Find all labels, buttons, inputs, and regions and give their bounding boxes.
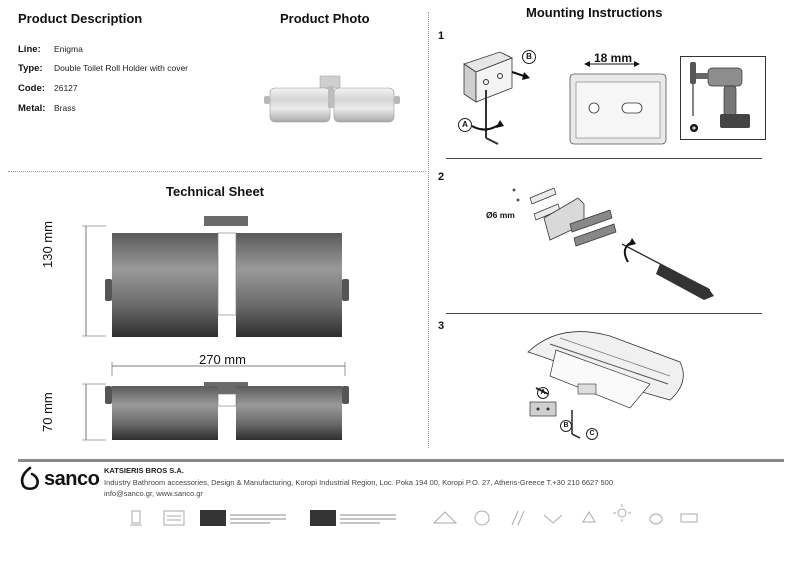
height-dimension-label: 130 mm bbox=[40, 221, 55, 268]
quality-badge-icon bbox=[130, 510, 142, 526]
spec-key: Metal: bbox=[18, 103, 46, 114]
product-photo bbox=[264, 75, 400, 123]
product-description-heading: Product Description bbox=[18, 11, 143, 26]
spec-value: Brass bbox=[54, 103, 76, 113]
finish-badge-icon bbox=[511, 510, 525, 526]
step-3-number: 3 bbox=[438, 320, 445, 332]
spec-metal: Metal: Brass bbox=[18, 103, 76, 114]
step-3-label-c: C bbox=[586, 428, 598, 440]
spec-key: Code: bbox=[18, 83, 45, 94]
installation-badge-icon bbox=[543, 514, 563, 524]
spec-value: 26127 bbox=[54, 83, 78, 93]
spec-key: Line: bbox=[18, 44, 41, 55]
recycle-badge-icon bbox=[582, 511, 596, 523]
step-3-label-a: A bbox=[537, 387, 549, 399]
spec-key: Type: bbox=[18, 63, 43, 74]
step-2-number: 2 bbox=[438, 171, 445, 183]
step-3-assembly-illustration bbox=[527, 331, 684, 439]
iso-9001-certificate-icon bbox=[200, 510, 286, 526]
company-contact: info@sanco.gr, www.sanco.gr bbox=[104, 489, 203, 498]
footer-bar bbox=[18, 459, 784, 462]
guarantee-badge-icon bbox=[163, 510, 185, 526]
company-name: KATSIERIS BROS S.A. bbox=[104, 466, 184, 475]
step-1-bracket-illustration bbox=[463, 51, 530, 145]
sanco-logo-icon bbox=[20, 466, 39, 491]
step-1-label-b: B bbox=[522, 50, 536, 64]
step-1-hole-distance: 18 mm bbox=[594, 51, 633, 65]
step-3-label-b: B bbox=[560, 420, 572, 432]
company-address: Industry Bathroom accessories, Design & … bbox=[104, 478, 613, 487]
step-divider-2 bbox=[446, 313, 762, 314]
technical-drawing-front bbox=[82, 216, 349, 337]
step-1-tools-box bbox=[680, 56, 766, 140]
step-1-label-a: A bbox=[458, 118, 472, 132]
product-photo-heading: Product Photo bbox=[280, 11, 370, 26]
sun-resistance-badge-icon bbox=[613, 504, 631, 522]
vertical-divider-left bbox=[428, 12, 429, 448]
step-divider-1 bbox=[446, 158, 762, 159]
brand-name: sanco bbox=[44, 468, 100, 490]
spec-line: Line: Enigma bbox=[18, 44, 83, 55]
step-1-hole-spacing-illustration bbox=[569, 61, 667, 145]
spec-value: Enigma bbox=[54, 44, 83, 54]
width-dimension-label: 270 mm bbox=[199, 352, 246, 367]
step-2-screws-illustration bbox=[512, 187, 714, 300]
step-2-drill-diameter: Ø6 mm bbox=[486, 210, 515, 220]
stainless-badge-icon bbox=[432, 511, 458, 524]
step-1-tools-illustration bbox=[690, 62, 750, 132]
warranty-12-badge-icon bbox=[474, 510, 490, 526]
water-resistance-badge-icon bbox=[649, 513, 663, 525]
step-1-number: 1 bbox=[438, 30, 445, 42]
spec-value: Double Toilet Roll Holder with cover bbox=[54, 63, 189, 73]
brand-badge-icon bbox=[680, 513, 698, 523]
iso-14001-certificate-icon bbox=[310, 510, 396, 526]
technical-drawing-top bbox=[82, 362, 349, 441]
horizontal-divider-left bbox=[8, 171, 426, 172]
mounting-instructions-heading: Mounting Instructions bbox=[526, 5, 663, 20]
depth-dimension-label: 70 mm bbox=[40, 392, 55, 432]
technical-sheet-heading: Technical Sheet bbox=[166, 184, 265, 199]
spec-type: Type: Double Toilet Roll Holder with cove… bbox=[18, 63, 188, 74]
spec-code: Code: 26127 bbox=[18, 83, 78, 94]
